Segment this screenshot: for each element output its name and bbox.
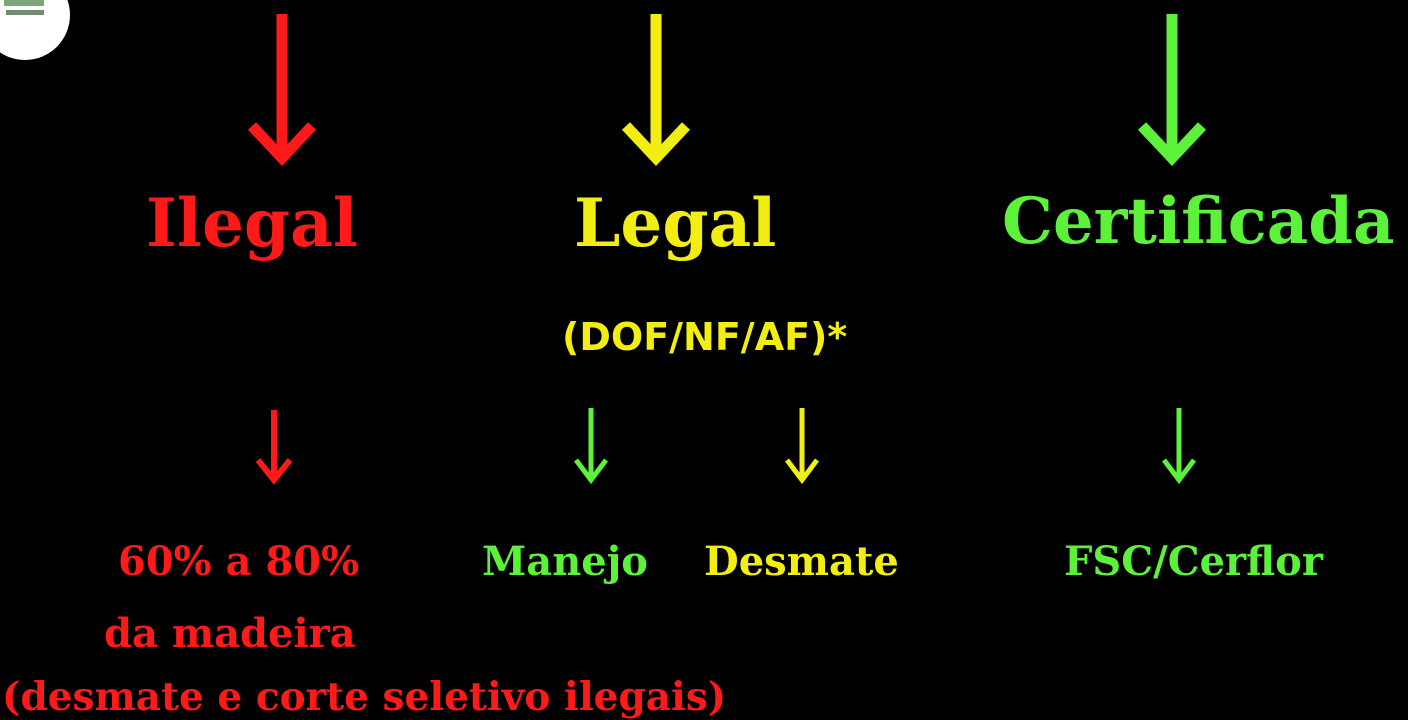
arrow-down-icon-manejo [574,408,608,485]
illegal-wood-share: da madeira [104,610,356,657]
legal-desmate-label: Desmate [704,538,899,585]
arrow-down-icon-desmate [785,408,819,485]
category-title-illegal: Ilegal [146,184,358,262]
category-title-legal: Legal [574,184,777,262]
illegal-percentage: 60% a 80% [118,538,360,585]
certification-label: FSC/Cerflor [1064,538,1323,585]
legal-manejo-label: Manejo [482,538,648,585]
arrow-down-icon-certified [1137,14,1207,167]
illegal-explanation: (desmate e corte seletivo ilegais) [2,674,727,720]
arrow-down-icon-certification [1162,408,1196,485]
arrow-down-icon-legal [621,14,691,167]
arrow-down-icon-illegal [247,14,317,167]
logo-badge [0,0,70,60]
logo-mark [4,0,44,6]
logo-mark-secondary [6,10,44,15]
arrow-down-icon-illegal-detail [255,410,293,485]
category-title-certified: Certificada [1002,184,1395,259]
legal-documents-subtitle: (DOF/NF/AF)* [562,315,848,359]
